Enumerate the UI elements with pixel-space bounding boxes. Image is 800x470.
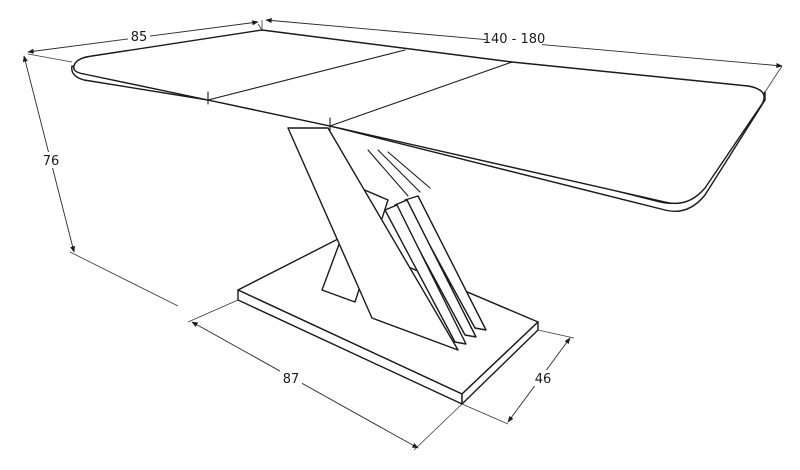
table-top xyxy=(71,29,766,213)
base-length-label: 87 xyxy=(283,372,300,387)
dimension-table-height: 76 xyxy=(22,55,179,307)
dimension-base-width: 46 xyxy=(461,329,575,425)
pedestal xyxy=(287,127,487,351)
dimension-table-length: 140 - 180 xyxy=(261,17,783,93)
dimension-base-length: 87 xyxy=(187,299,463,451)
length-label: 140 - 180 xyxy=(483,32,546,47)
depth-label: 85 xyxy=(131,30,148,45)
base-width-label: 46 xyxy=(535,372,552,387)
height-label: 76 xyxy=(43,154,60,169)
extension-leaf-seam-2 xyxy=(329,61,513,127)
